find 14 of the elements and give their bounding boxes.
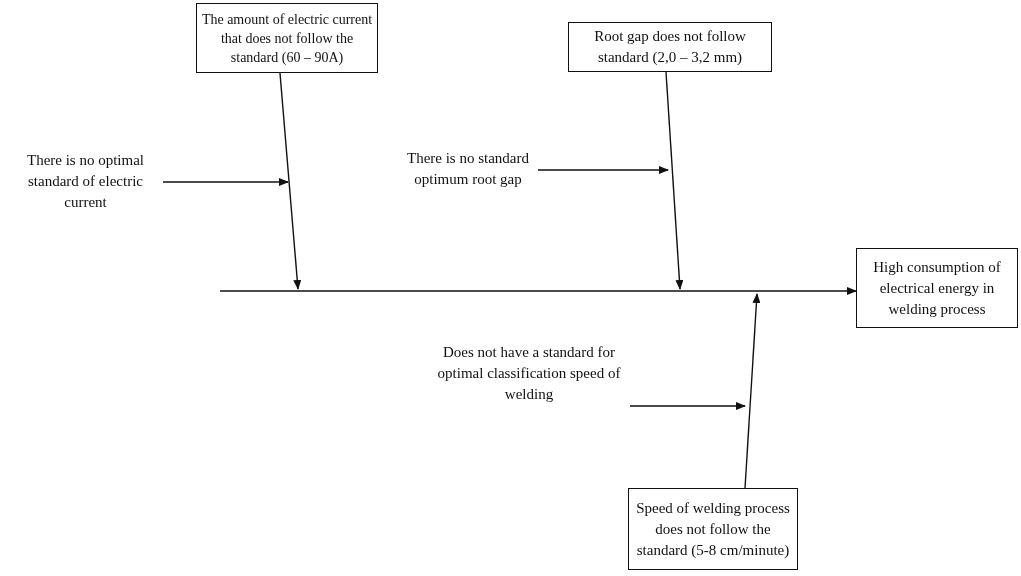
arrow — [629, 402, 746, 410]
spine-arrow — [219, 287, 857, 295]
sub-cause-text: There is no optimal standard of electric current — [8, 150, 163, 213]
arrow — [665, 71, 684, 290]
sub-cause-text: There is no standard optimum root gap — [398, 148, 538, 190]
arrow — [537, 166, 669, 174]
cause-box: The amount of electric current that does not follow the standard (60 – 90A) — [196, 3, 378, 73]
arrow — [744, 293, 761, 489]
cause-box: Speed of welding process does not follow the standard (5-8 cm/minute) — [628, 488, 798, 570]
cause-box: Root gap does not follow standard (2,0 – 3,2 mm) — [568, 22, 772, 72]
sub-cause-text: Does not have a standard for optimal classification speed of welding — [428, 342, 630, 405]
arrow — [279, 72, 302, 290]
effect-box: High consumption of electrical energy in welding process — [856, 248, 1018, 328]
arrow — [162, 178, 289, 186]
